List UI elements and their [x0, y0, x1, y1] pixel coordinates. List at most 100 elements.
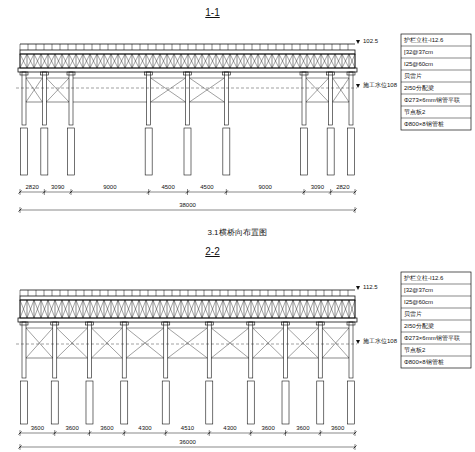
- truss-diagonal: [286, 54, 293, 68]
- truss-post: [223, 54, 224, 68]
- steel-pipe-pile: [223, 128, 230, 175]
- truss-diagonal: [230, 300, 237, 318]
- truss-post: [55, 54, 56, 68]
- truss-diagonal: [125, 300, 132, 318]
- steel-pipe-pile: [348, 128, 355, 175]
- truss-diagonal: [153, 300, 160, 318]
- rail-post: [188, 290, 189, 296]
- truss-post: [355, 54, 356, 68]
- pipe-bracing: [57, 358, 88, 359]
- steel-pipe-pile: [184, 128, 191, 175]
- truss-post: [279, 54, 280, 68]
- node-plate: [300, 72, 308, 75]
- truss-post: [167, 54, 168, 68]
- truss-post: [314, 54, 315, 68]
- rail-post: [84, 44, 85, 50]
- steel-pipe-pile: [121, 381, 128, 424]
- truss-post: [62, 300, 63, 318]
- truss-diagonal: [286, 54, 293, 68]
- table-rule: [401, 344, 471, 345]
- truss-diagonal: [27, 300, 34, 318]
- node-plate: [145, 72, 153, 75]
- deck-beam: [20, 50, 355, 54]
- pipe-bracing: [211, 328, 249, 358]
- dimension-extension: [20, 207, 21, 213]
- rail-post: [76, 44, 77, 50]
- handrail: [20, 290, 355, 291]
- pipe-bracing: [46, 102, 69, 103]
- truss-post: [104, 54, 105, 68]
- steel-pipe-pile: [224, 72, 228, 125]
- rail-post: [44, 44, 45, 50]
- truss-diagonal: [111, 54, 118, 68]
- truss-diagonal: [41, 300, 48, 318]
- truss-post: [104, 300, 105, 318]
- truss-diagonal: [132, 54, 139, 68]
- rail-post: [148, 44, 149, 50]
- rail-post: [260, 44, 261, 50]
- rail-post: [292, 44, 293, 50]
- dimension-tick: [164, 432, 167, 435]
- pipe-bracing: [46, 78, 69, 102]
- truss-diagonal: [69, 300, 76, 318]
- steel-pipe-pile: [22, 72, 26, 125]
- truss-diagonal: [125, 300, 132, 318]
- pipe-bracing: [190, 78, 225, 102]
- dimension-text: 9000: [257, 184, 272, 190]
- truss-diagonal: [55, 300, 62, 318]
- truss-diagonal: [34, 300, 41, 318]
- water-level-label: 施工水位108: [363, 82, 397, 88]
- pipe-bracing: [288, 358, 319, 359]
- truss-diagonal: [349, 54, 355, 68]
- truss-diagonal: [265, 54, 272, 68]
- truss-post: [76, 54, 77, 68]
- rail-post: [108, 44, 109, 50]
- truss-diagonal: [90, 54, 97, 68]
- pipe-bracing: [57, 328, 88, 358]
- truss-diagonal: [48, 54, 55, 68]
- truss-diagonal: [111, 300, 118, 318]
- dimension-extension: [355, 444, 356, 450]
- truss-diagonal: [188, 54, 195, 68]
- steel-pipe-pile: [318, 322, 322, 378]
- table-rule: [401, 58, 471, 59]
- rail-post: [100, 290, 101, 296]
- truss-diagonal: [83, 54, 90, 68]
- truss-diagonal: [27, 54, 34, 68]
- dimension-text: 4500: [199, 184, 214, 190]
- truss-post: [321, 300, 322, 318]
- truss-diagonal: [139, 300, 146, 318]
- rail-post: [220, 290, 221, 296]
- rail-post: [180, 44, 181, 50]
- dimension-text: 4510: [180, 425, 195, 431]
- dimension-text: 9000: [102, 184, 117, 190]
- truss-diagonal: [34, 54, 41, 68]
- truss-post: [335, 300, 336, 318]
- rail-post: [28, 290, 29, 296]
- truss-post: [209, 300, 210, 318]
- rail-post: [116, 290, 117, 296]
- rail-post: [108, 290, 109, 296]
- dimension-tick: [225, 191, 228, 194]
- steel-pipe-pile: [327, 128, 334, 175]
- truss-diagonal: [328, 54, 335, 68]
- rail-post: [76, 290, 77, 296]
- truss-post: [27, 300, 28, 318]
- truss-post: [69, 300, 70, 318]
- dimension-tick: [302, 191, 305, 194]
- rail-post: [52, 290, 53, 296]
- truss-diagonal: [300, 300, 307, 318]
- pipe-bracing: [190, 102, 225, 103]
- water-level: [16, 88, 357, 89]
- steel-pipe-pile: [164, 322, 168, 378]
- truss-diagonal: [286, 300, 293, 318]
- water-level: [16, 344, 357, 345]
- steel-pipe-pile: [53, 322, 57, 378]
- truss-post: [188, 300, 189, 318]
- rail-post: [212, 44, 213, 50]
- dimension-tick: [319, 432, 322, 435]
- dimension-text: 2820: [24, 184, 39, 190]
- steel-pipe-pile: [282, 381, 289, 424]
- pipe-bracing: [211, 328, 249, 358]
- truss-diagonal: [20, 300, 27, 318]
